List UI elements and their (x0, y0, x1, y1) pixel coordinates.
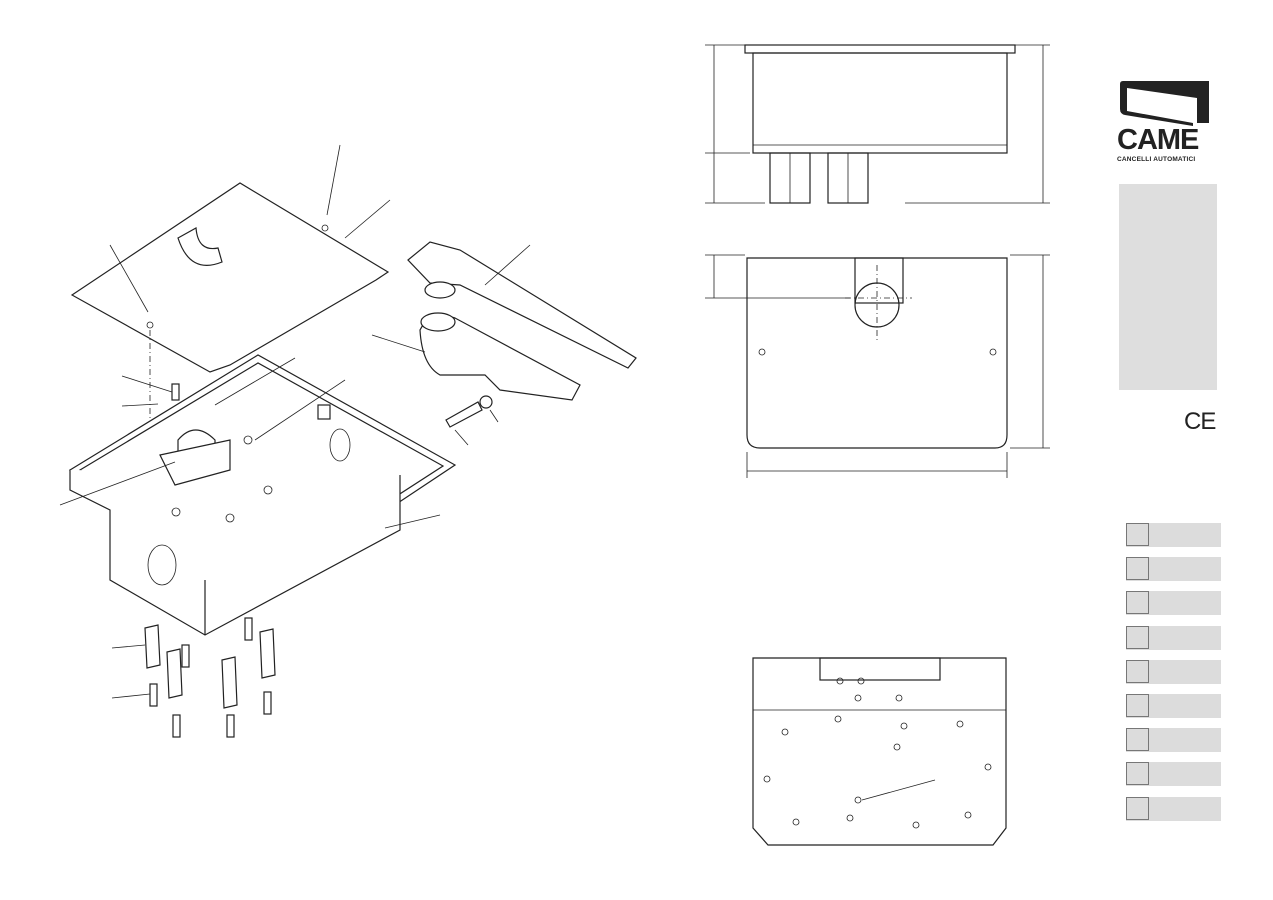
housing-box-drawing (59, 354, 457, 636)
tab-square (1126, 626, 1149, 649)
sidebar-grey-panel (1119, 184, 1217, 390)
top-plan-view (705, 254, 1050, 478)
lever-arm-drawing (371, 241, 637, 446)
language-tab[interactable] (1126, 660, 1221, 684)
language-tab[interactable] (1126, 626, 1221, 650)
language-tab[interactable] (1126, 694, 1221, 718)
tab-square (1126, 523, 1149, 546)
language-tab[interactable] (1126, 762, 1221, 786)
brand-name: CAME (1117, 124, 1199, 156)
tab-square (1126, 762, 1149, 785)
language-tab[interactable] (1126, 523, 1221, 547)
brand-tagline: CANCELLI AUTOMATICI (1117, 156, 1196, 163)
language-tab[interactable] (1126, 797, 1221, 821)
tab-square (1126, 728, 1149, 751)
tab-square (1126, 694, 1149, 717)
language-tab[interactable] (1126, 728, 1221, 752)
tab-square (1126, 660, 1149, 683)
came-logo-mark-icon (1120, 81, 1209, 126)
tab-square (1126, 557, 1149, 580)
feet-screws-drawing (111, 617, 276, 738)
tab-square (1126, 797, 1149, 820)
ce-mark: CE (1184, 408, 1216, 435)
front-elevation-view (705, 44, 1050, 204)
cover-plate-drawing (70, 144, 391, 500)
language-tab[interactable] (1126, 557, 1221, 581)
base-plan-view (752, 657, 1007, 846)
tab-square (1126, 591, 1149, 614)
language-tab[interactable] (1126, 591, 1221, 615)
